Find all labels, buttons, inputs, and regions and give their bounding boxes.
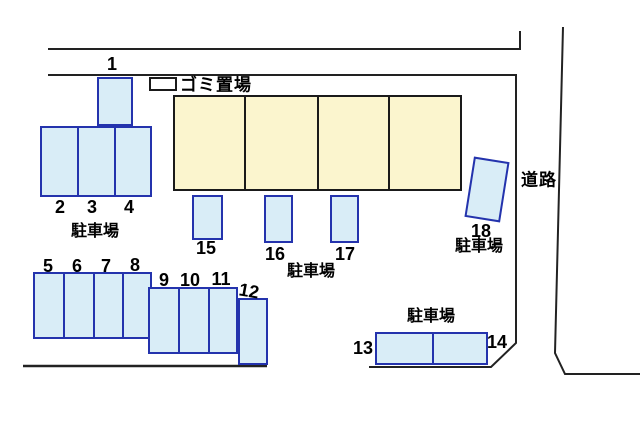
road-edge-line [553,26,640,375]
space-number-9: 9 [158,270,170,290]
parking-space-15 [192,195,223,240]
parking-label-east: 駐車場 [454,238,504,255]
space-divider [432,334,434,363]
building-unit-divider [317,97,319,189]
space-number-5: 5 [42,256,54,276]
parking-block-2-4 [40,126,152,197]
parking-block-5-8 [33,272,152,339]
space-divider [77,128,79,195]
property-boundary-line [48,74,517,368]
space-number-1: 1 [106,54,118,74]
space-number-11: 11 [211,269,231,289]
space-number-17: 17 [334,244,356,264]
space-number-15: 15 [195,238,217,258]
parking-block-9-11 [148,287,238,354]
space-number-12: 12 [237,279,261,303]
space-number-18: 18 [470,221,492,241]
parking-label-center: 駐車場 [286,263,336,280]
road-label: 道路 [521,170,557,190]
parking-space-16 [264,195,293,243]
space-divider [178,289,180,352]
space-number-13: 13 [352,338,374,358]
space-divider [93,274,95,337]
parking-label-south: 駐車場 [406,308,456,325]
parking-space-1 [97,77,133,126]
space-number-14: 14 [486,332,508,352]
space-divider [63,274,65,337]
space-number-7: 7 [100,256,112,276]
space-number-4: 4 [123,197,135,217]
space-number-10: 10 [179,270,201,290]
space-number-6: 6 [71,256,83,276]
parking-space-17 [330,195,359,243]
space-number-3: 3 [86,197,98,217]
space-divider [114,128,116,195]
space-number-16: 16 [264,244,286,264]
parking-label-northwest: 駐車場 [70,223,120,240]
garbage-area-box [149,77,177,91]
building-unit-divider [244,97,246,189]
garbage-area-label: ゴミ置場 [180,75,252,95]
north-boundary-line [48,31,521,50]
space-divider [208,289,210,352]
space-divider [122,274,124,337]
space-number-2: 2 [54,197,66,217]
building-unit-divider [388,97,390,189]
space-number-8: 8 [129,255,141,275]
building-footprint [173,95,462,191]
parking-space-12 [238,298,268,365]
parking-block-13-14 [375,332,488,365]
